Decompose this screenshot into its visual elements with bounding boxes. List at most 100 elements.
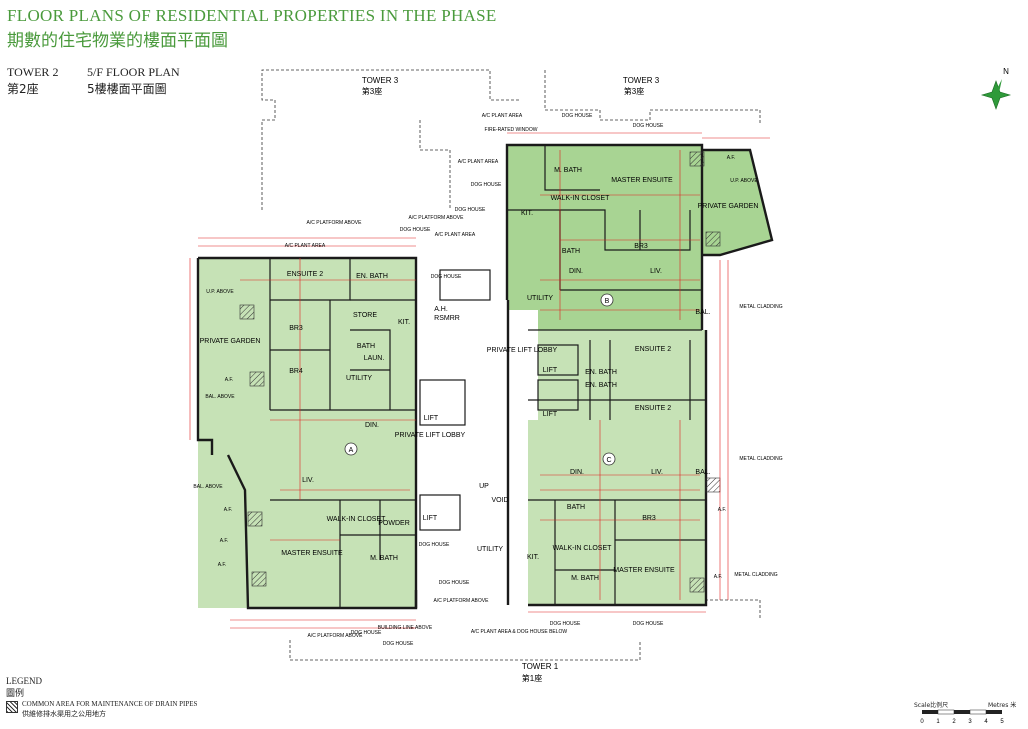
unit-a-marker: A: [349, 447, 354, 454]
room-master-bath-a: M. BATH: [370, 555, 398, 562]
tower3-left-label: TOWER 3: [362, 76, 399, 85]
floor-label-chinese: 5樓樓面平面圖: [87, 82, 167, 96]
room-br3-b: BR3: [634, 243, 648, 250]
dog-house-label-1: DOG HOUSE: [562, 113, 593, 119]
ac-platform-label-2: A/C PLATFORM ABOVE: [307, 220, 363, 226]
room-bath-b: BATH: [562, 248, 580, 255]
dog-house-label-9: DOG HOUSE: [550, 621, 581, 627]
annotation-labels: A/C PLANT AREA DOG HOUSE FIRE-RATED WIND…: [193, 113, 782, 647]
north-arrow: N: [980, 67, 1012, 110]
room-living-b: LIV.: [650, 268, 662, 275]
unit-b-garden-fill: [702, 150, 772, 255]
scale-tick-5: 5: [1000, 719, 1004, 725]
af-label-a1: A.F.: [225, 377, 234, 383]
neighbour-labels: TOWER 3 第3座 TOWER 3 第3座 TOWER 1 第1座: [362, 76, 660, 683]
room-master-ensuite-a: MASTER ENSUITE: [281, 550, 343, 557]
tower3-right-label-zh: 第3座: [624, 86, 644, 96]
room-br4-a: BR4: [289, 368, 303, 375]
page-title-chinese: 期數的住宅物業的樓面平面圖: [7, 31, 228, 51]
void-label: VOID: [491, 497, 508, 504]
af-label-b1: A.F.: [727, 155, 736, 161]
metal-cladding-label-1: METAL CLADDING: [739, 304, 782, 310]
room-br3-a: BR3: [289, 325, 303, 332]
page-title: FLOOR PLANS OF RESIDENTIAL PROPERTIES IN…: [7, 6, 497, 25]
room-utility-a: UTILITY: [346, 375, 372, 382]
room-powder: POWDER: [378, 520, 410, 527]
room-living-c: LIV.: [651, 469, 663, 476]
room-walk-in-closet-b: WALK-IN CLOSET: [551, 195, 611, 202]
legend-item-label: COMMON AREA FOR MAINTENANCE OF DRAIN PIP…: [22, 700, 198, 708]
room-kit-a: KIT.: [398, 319, 410, 326]
ac-plant-area-label-4: A/C PLANT AREA: [285, 243, 326, 249]
bal-above-label-2: BAL. ABOVE: [193, 484, 223, 490]
lift-label-1: LIFT: [424, 415, 439, 422]
lift-label-2: LIFT: [423, 515, 438, 522]
lift-label-3: LIFT: [543, 367, 558, 374]
room-master-bath-b: M. BATH: [554, 167, 582, 174]
room-master-bath-c: M. BATH: [571, 575, 599, 582]
unit-markers: A B C: [344, 293, 616, 466]
room-store: STORE: [353, 312, 377, 319]
room-rsmrr: RSMRR: [434, 315, 460, 322]
af-label-c1: A.F.: [718, 507, 727, 513]
tower-label: TOWER 2: [7, 65, 59, 79]
unit-fills: [198, 145, 772, 608]
metal-cladding-label-3: METAL CLADDING: [734, 572, 777, 578]
room-balcony-b: BAL.: [695, 309, 710, 316]
drain-pipe-areas: [239, 151, 721, 593]
metal-cladding-label-2: METAL CLADDING: [739, 456, 782, 462]
private-lift-lobby-a: PRIVATE LIFT LOBBY: [395, 432, 466, 439]
bal-above-label-1: BAL. ABOVE: [205, 394, 235, 400]
room-master-ensuite-b: MASTER ENSUITE: [611, 177, 673, 184]
room-ensuite2-c: ENSUITE 2: [635, 405, 671, 412]
up-above-label-a: U.P. ABOVE: [206, 289, 234, 295]
dog-house-label-10: DOG HOUSE: [633, 621, 664, 627]
room-walk-in-closet-a: WALK-IN CLOSET: [327, 516, 387, 523]
af-label-c2: A.F.: [714, 574, 723, 580]
ac-plant-area-dog-house-below-label: A/C PLANT AREA & DOG HOUSE BELOW: [471, 629, 568, 635]
room-ahu: A.H.: [434, 306, 448, 313]
scale-tick-4: 4: [984, 719, 988, 725]
ac-plant-area-label-2: A/C PLANT AREA: [458, 159, 499, 165]
dog-house-label-8: DOG HOUSE: [439, 580, 470, 586]
neighbouring-building-outlines: [261, 69, 761, 661]
scale-tick-2: 2: [952, 719, 956, 725]
dog-house-label-12: DOG HOUSE: [383, 641, 414, 647]
scale-tick-1: 1: [936, 719, 940, 725]
room-kit-c: KIT.: [527, 554, 539, 561]
legend-item-label-chinese: 供維修排水渠用之公用地方: [22, 710, 106, 718]
tower3-left-label-zh: 第3座: [362, 86, 382, 96]
room-utility-c: UTILITY: [477, 546, 503, 553]
room-living-a: LIV.: [302, 477, 314, 484]
dog-house-label-3: DOG HOUSE: [471, 182, 502, 188]
room-dining-c: DIN.: [570, 469, 584, 476]
unit-c-fill: [528, 330, 706, 605]
legend-title: LEGEND: [6, 676, 42, 686]
scale-bar: 0 1 2 3 4 5: [920, 709, 1004, 725]
building-line-label: BUILDING LINE ABOVE: [378, 625, 433, 631]
room-labels: ENSUITE 2 EN. BATH STORE KIT. BATH BR3 B…: [200, 167, 759, 582]
lift-label-4: LIFT: [543, 411, 558, 418]
room-dining-b: DIN.: [569, 268, 583, 275]
stair-up-label: UP: [479, 483, 489, 490]
legend-title-chinese: 圖例: [6, 689, 25, 699]
tower1-label: TOWER 1: [522, 662, 559, 671]
north-label: N: [1003, 67, 1009, 76]
ac-platform-label-4: A/C PLATFORM ABOVE: [308, 633, 364, 639]
room-private-garden-a: PRIVATE GARDEN: [200, 338, 261, 345]
room-en-bath-a: EN. BATH: [356, 273, 388, 280]
dog-house-label-6: DOG HOUSE: [431, 274, 462, 280]
room-bath-c: BATH: [567, 504, 585, 511]
room-utility-b: UTILITY: [527, 295, 553, 302]
fire-rated-window-label: FIRE-RATED WINDOW: [485, 127, 538, 133]
dog-house-label-5: DOG HOUSE: [400, 227, 431, 233]
floor-label: 5/F FLOOR PLAN: [87, 65, 180, 79]
room-private-garden-b: PRIVATE GARDEN: [698, 203, 759, 210]
interior-walls: [269, 145, 706, 608]
room-br3-c: BR3: [642, 515, 656, 522]
room-ensuite2-b: ENSUITE 2: [635, 346, 671, 353]
room-ensuite2-a: ENSUITE 2: [287, 271, 323, 278]
walls: [196, 143, 774, 610]
dimension-lines: [189, 132, 770, 629]
room-en-bath-b: EN. BATH: [585, 369, 617, 376]
